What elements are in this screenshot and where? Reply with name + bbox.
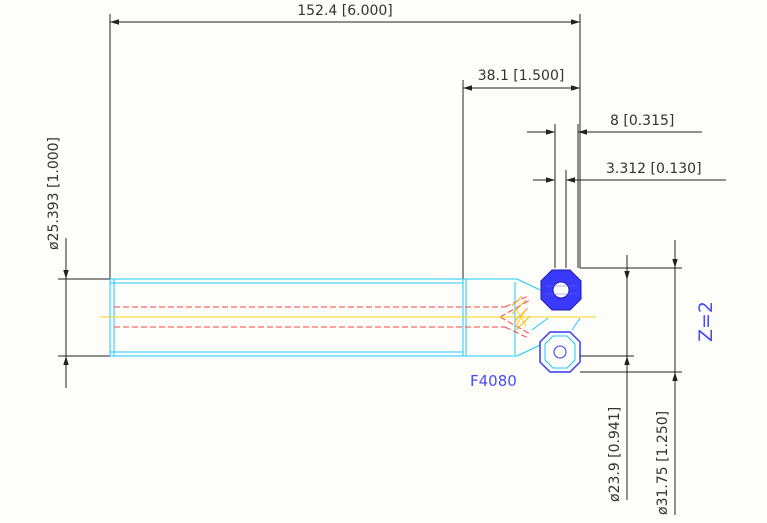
upper-insert — [540, 269, 582, 311]
lower-insert — [531, 317, 581, 373]
tip-length-dimension: 38.1 [1.500] — [462, 68, 580, 355]
tip-length-label: 38.1 [1.500] — [478, 68, 565, 84]
flute-width-dimension: 8 [0.315] — [527, 113, 702, 268]
inner-cutting-diameter-label: ø23.9 [0.941] — [607, 407, 623, 502]
flute-offset-label: 3.312 [0.130] — [606, 161, 702, 177]
flute-width-label: 8 [0.315] — [610, 113, 674, 129]
centerline — [100, 308, 596, 327]
outer-cutting-diameter-label: ø31.75 [1.250] — [655, 411, 671, 515]
inner-cutting-diameter-dimension: ø23.9 [0.941] — [580, 255, 634, 502]
outer-cutting-diameter-dimension: ø31.75 [1.250] — [580, 240, 682, 515]
shank-diameter-dimension: ø25.393 [1.000] — [46, 137, 110, 388]
flute-offset-dimension: 3.312 [0.130] — [533, 161, 726, 268]
overall-length-dimension: 152.4 [6.000] — [109, 3, 581, 355]
shank-diameter-label: ø25.393 [1.000] — [46, 137, 62, 250]
overall-length-label: 152.4 [6.000] — [297, 3, 393, 19]
flute-count-label: Z=2 — [695, 301, 717, 342]
part-number-label: F4080 — [470, 372, 517, 390]
tip-hatch — [511, 295, 531, 331]
